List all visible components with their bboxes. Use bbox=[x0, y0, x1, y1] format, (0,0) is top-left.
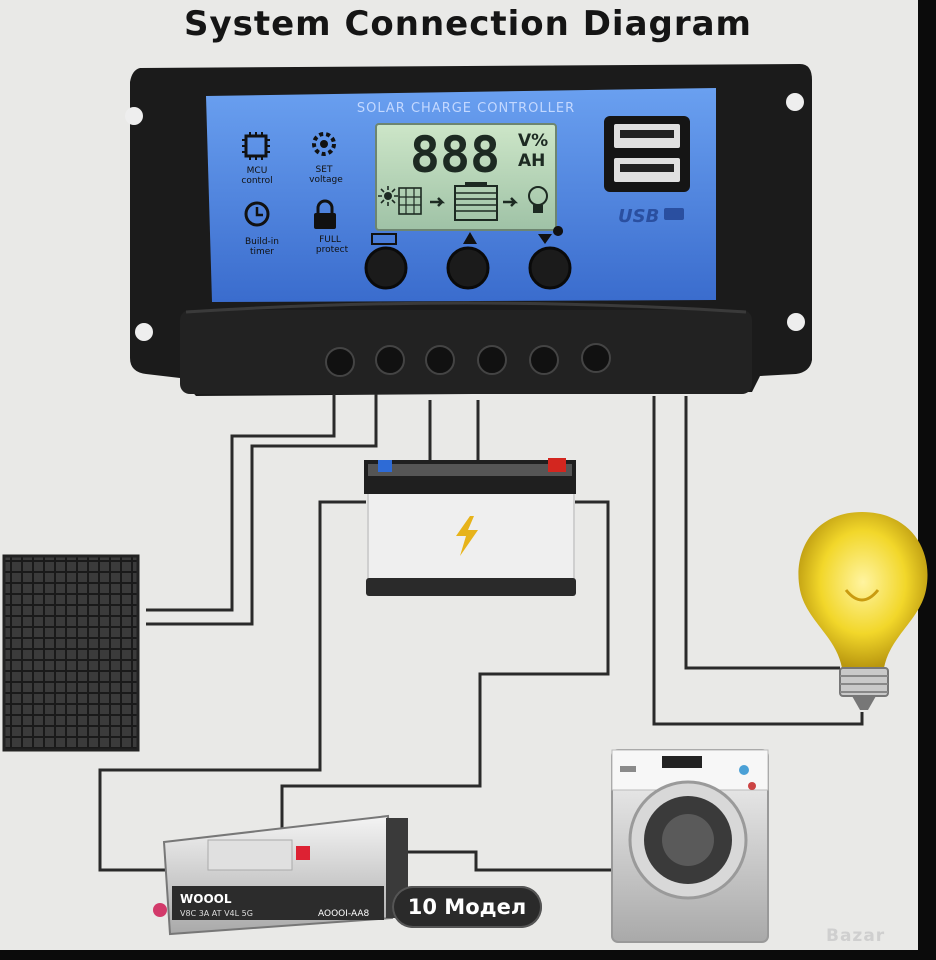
lcd-bulb-icon bbox=[528, 186, 548, 213]
feature-label: MCU bbox=[247, 166, 268, 176]
terminal-screw[interactable] bbox=[529, 345, 559, 375]
terminal-screw[interactable] bbox=[581, 343, 611, 373]
mount-hole bbox=[787, 313, 805, 331]
terminal-screw[interactable] bbox=[477, 345, 507, 375]
feature-label: timer bbox=[250, 247, 274, 257]
charge-controller: SOLAR CHARGE CONTROLLER MCU control SET … bbox=[125, 64, 812, 396]
inverter-warning-icon bbox=[296, 846, 310, 860]
battery-negative-terminal bbox=[378, 460, 392, 472]
terminal-row bbox=[325, 343, 611, 377]
warning-icon bbox=[463, 232, 477, 244]
inverter-led bbox=[153, 903, 167, 917]
wire-appliance bbox=[388, 850, 612, 872]
lcd-battery-icon bbox=[454, 182, 498, 221]
panel-title: SOLAR CHARGE CONTROLLER bbox=[357, 101, 575, 116]
lcd-digits: 888 bbox=[410, 126, 500, 184]
wire-solar-positive bbox=[146, 394, 336, 612]
gear-icon bbox=[312, 132, 336, 156]
feature-label: Build-in bbox=[245, 237, 279, 247]
inverter-brand: WOOOL bbox=[180, 892, 232, 906]
feature-label: control bbox=[241, 176, 272, 186]
lcd-sun-icon bbox=[378, 186, 398, 206]
battery bbox=[364, 458, 576, 596]
wire-inverter-b bbox=[280, 500, 610, 832]
diagram-title: System Connection Diagram bbox=[183, 4, 752, 44]
terminal-screw[interactable] bbox=[375, 345, 405, 375]
usb-symbol-icon bbox=[664, 208, 684, 220]
watermark: Bazar bbox=[826, 926, 886, 946]
lcd-solar-panel-icon bbox=[398, 187, 422, 215]
mount-hole bbox=[135, 323, 153, 341]
solar-panel bbox=[2, 554, 140, 752]
inverter-model: AOOOI-AA8 bbox=[318, 909, 370, 919]
lightning-bolt-icon bbox=[456, 516, 478, 556]
light-bulb bbox=[798, 512, 928, 710]
mount-hole bbox=[786, 93, 804, 111]
clock-icon bbox=[244, 201, 270, 227]
lcd-arrow-icon bbox=[503, 197, 519, 207]
washing-machine bbox=[611, 749, 769, 943]
chip-icon bbox=[242, 132, 270, 160]
wire-load-b bbox=[684, 396, 840, 670]
feature-label: FULL bbox=[319, 235, 341, 245]
mount-hole bbox=[125, 107, 143, 125]
feature-label: voltage bbox=[309, 175, 343, 185]
wire-load-a bbox=[652, 396, 864, 726]
inverter-spec: V8C 3A AT V4L 5G bbox=[180, 909, 253, 918]
inverter: WOOOL V8C 3A AT V4L 5G AOOOI-AA8 bbox=[153, 814, 408, 936]
battery-positive-terminal bbox=[548, 458, 566, 472]
terminal-screw[interactable] bbox=[325, 347, 355, 377]
wire-solar-negative bbox=[146, 394, 378, 626]
lcd-unit-bottom: AH bbox=[518, 151, 545, 171]
usb-label: USB bbox=[618, 206, 659, 227]
lcd-unit-top: V% bbox=[518, 131, 548, 151]
load-icon bbox=[538, 226, 564, 244]
up-button[interactable] bbox=[446, 246, 490, 290]
feature-label: protect bbox=[316, 245, 349, 255]
menu-button[interactable] bbox=[364, 246, 408, 290]
feature-label: SET bbox=[316, 165, 333, 175]
model-badge: 10 Модел bbox=[392, 886, 542, 928]
battery-icon bbox=[371, 233, 397, 245]
terminal-screw[interactable] bbox=[425, 345, 455, 375]
lock-icon bbox=[314, 199, 336, 229]
wiring bbox=[98, 394, 864, 872]
lcd-arrow-icon bbox=[430, 197, 446, 207]
wire-inverter-a bbox=[98, 500, 366, 872]
load-button[interactable] bbox=[528, 246, 572, 290]
